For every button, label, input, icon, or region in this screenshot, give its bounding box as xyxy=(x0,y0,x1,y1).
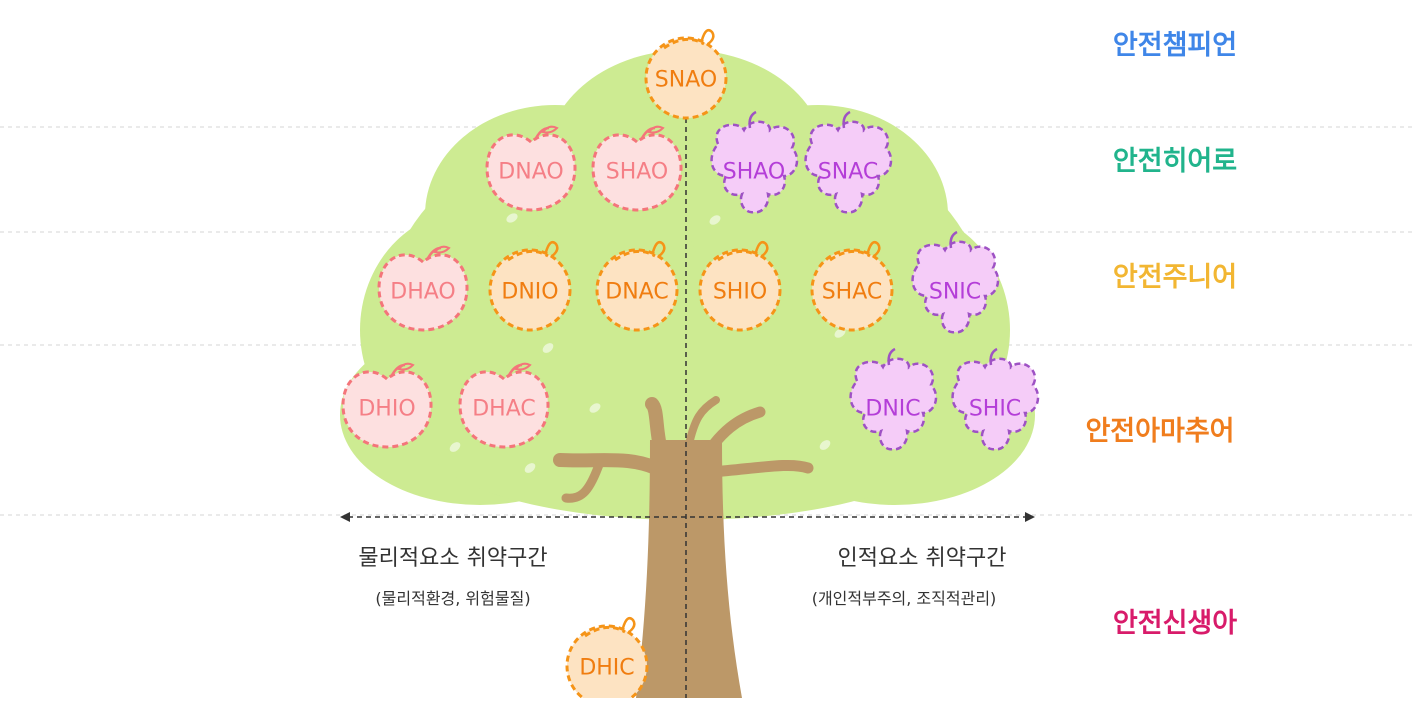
fruit-dhic-orange: DHIC xyxy=(565,617,649,702)
peach-fruit-icon xyxy=(377,245,469,332)
fruit-shao-peach: SHAO xyxy=(591,125,683,212)
leaf-accents xyxy=(449,213,846,473)
grape-bunch-icon xyxy=(710,110,799,214)
right-axis-title: 인적요소 취약구간 xyxy=(838,546,1007,571)
fruit-snao-orange: SNAO xyxy=(644,29,728,120)
orange-fruit-icon xyxy=(595,241,679,332)
horizontal-axis-arrow xyxy=(340,512,1035,522)
fruit-dnio-orange: DNIO xyxy=(488,241,572,332)
arrow-right-icon xyxy=(1025,512,1035,522)
peach-fruit-icon xyxy=(591,125,683,212)
peach-fruit-icon xyxy=(458,362,550,449)
fruit-shio-orange: SHIO xyxy=(698,241,782,332)
fruit-label: SHAO xyxy=(723,160,786,185)
grape-bunch-icon xyxy=(911,230,1000,334)
fruit-label: SHAO xyxy=(606,160,669,185)
fruit-label: SHAC xyxy=(822,280,883,305)
fruit-label: DHAO xyxy=(390,280,455,305)
fruit-label: DHAC xyxy=(472,397,536,422)
grape-bunch-icon xyxy=(849,347,938,451)
fruit-shic-grape: SHIC xyxy=(951,347,1040,451)
fruit-label: SHIC xyxy=(969,397,1021,422)
fruit-shac-orange: SHAC xyxy=(810,241,894,332)
orange-fruit-icon xyxy=(488,241,572,332)
peach-fruit-icon xyxy=(485,125,577,212)
fruit-label: DNIO xyxy=(501,280,558,305)
left-axis-title: 물리적요소 취약구간 xyxy=(358,546,547,571)
fruit-dhac-peach: DHAC xyxy=(458,362,550,449)
fruit-snic-grape: SNIC xyxy=(911,230,1000,334)
grape-bunch-icon xyxy=(804,110,893,214)
left-axis-subtitle: (물리적환경, 위험물질) xyxy=(375,589,530,608)
fruit-label: SNAO xyxy=(655,68,717,93)
level-label-champion: 안전챔피언 xyxy=(1113,30,1237,61)
fruit-shao-grape: SHAO xyxy=(710,110,799,214)
fruit-label: SNAC xyxy=(818,160,878,185)
fruit-dnac-orange: DNAC xyxy=(595,241,679,332)
level-label-newbie: 안전신생아 xyxy=(1113,608,1237,639)
fruit-group: SNAO DNAO SHAO SHAO SNAC DHAO DNIO DNAC SHIO SHAC… xyxy=(341,29,1040,702)
fruit-label: DHIC xyxy=(579,656,634,681)
level-label-hero: 안전히어로 xyxy=(1113,146,1237,177)
fruit-snac-grape: SNAC xyxy=(804,110,893,214)
grape-bunch-icon xyxy=(951,347,1040,451)
orange-fruit-icon xyxy=(810,241,894,332)
fruit-label: DHIO xyxy=(358,397,415,422)
fruit-dhao-peach: DHAO xyxy=(377,245,469,332)
fruit-label: SHIO xyxy=(713,280,767,305)
fruit-dhio-peach: DHIO xyxy=(341,362,433,449)
orange-fruit-icon xyxy=(565,617,649,702)
level-label-amateur: 안전아마추어 xyxy=(1085,416,1234,447)
orange-fruit-icon xyxy=(698,241,782,332)
orange-fruit-icon xyxy=(644,29,728,120)
level-label-junior: 안전주니어 xyxy=(1113,262,1237,293)
right-axis-subtitle: (개인적부주의, 조직적관리) xyxy=(812,589,997,608)
fruit-label: DNAO xyxy=(498,160,563,185)
arrow-left-icon xyxy=(340,512,350,522)
peach-fruit-icon xyxy=(341,362,433,449)
fruit-dnic-grape: DNIC xyxy=(849,347,938,451)
fruit-dnao-peach: DNAO xyxy=(485,125,577,212)
fruit-label: DNAC xyxy=(605,280,668,305)
fruit-label: DNIC xyxy=(865,397,920,422)
fruit-label: SNIC xyxy=(929,280,981,305)
tree-trunk xyxy=(553,396,814,698)
